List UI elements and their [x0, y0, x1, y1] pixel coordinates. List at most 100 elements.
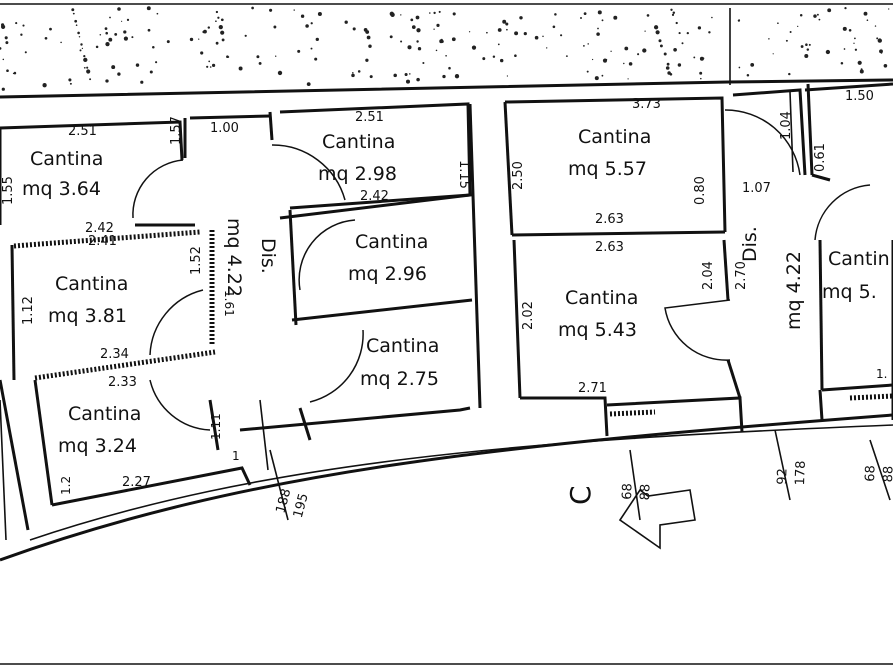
speckle	[785, 39, 788, 42]
speckle	[256, 55, 260, 59]
speckle	[415, 15, 420, 20]
speckle	[149, 70, 153, 74]
speckle	[789, 31, 792, 33]
speckle	[215, 10, 219, 14]
speckle	[202, 30, 205, 34]
dimension: 2.71	[578, 381, 607, 396]
speckle	[601, 74, 604, 77]
dimension: 1.2	[59, 476, 73, 495]
speckle	[411, 25, 416, 29]
speckle	[772, 53, 774, 55]
speckle	[506, 28, 508, 31]
speckle	[454, 74, 460, 79]
speckle	[818, 18, 821, 21]
speckle	[152, 46, 155, 49]
speckle	[602, 58, 608, 63]
dimension-labels: 2.51 2.51 1.00 3.73 1.50 2.42 2.42 2.41 …	[1, 89, 887, 495]
room-title: Cantina	[578, 126, 651, 148]
speckle	[554, 13, 557, 16]
speckle	[389, 11, 394, 16]
garden-texture	[0, 6, 890, 91]
dimension: 3.73	[632, 97, 661, 112]
dimension: 2.51	[355, 110, 384, 125]
speckle	[628, 62, 633, 66]
speckle	[429, 12, 431, 14]
speckle	[670, 8, 673, 11]
speckle	[366, 35, 371, 40]
speckle	[351, 73, 355, 78]
dimension: 1.50	[845, 89, 874, 104]
speckle	[623, 62, 625, 65]
speckle	[482, 57, 486, 61]
level-top: 92	[775, 468, 791, 485]
speckle	[369, 75, 373, 79]
dimension: 2.63	[595, 240, 624, 255]
speckle	[121, 20, 123, 22]
level-top: 68	[863, 465, 879, 482]
room-area: mq 2.96	[348, 263, 427, 285]
room-area: mq 3.64	[22, 178, 101, 200]
speckle	[81, 47, 84, 50]
speckle	[75, 24, 78, 27]
dimension: 1.57	[169, 116, 184, 145]
speckle	[218, 24, 223, 30]
building-outline-top	[0, 78, 893, 99]
dimension: 2.27	[122, 475, 151, 490]
dimension: 2.63	[595, 212, 624, 227]
speckle	[251, 6, 254, 10]
speckle	[314, 57, 318, 61]
speckle	[83, 54, 86, 58]
speckle	[317, 11, 322, 17]
dimension: 1.04	[779, 111, 794, 140]
speckle	[442, 74, 446, 79]
dimension: 1.00	[210, 121, 239, 136]
speckle	[519, 16, 523, 20]
speckle	[499, 58, 504, 63]
speckle	[99, 33, 102, 36]
speckle	[297, 49, 301, 53]
speckle	[497, 28, 502, 32]
speckle	[123, 36, 128, 41]
speckle	[777, 22, 779, 25]
speckle	[451, 37, 456, 42]
speckle	[1, 87, 5, 91]
speckle	[857, 60, 862, 65]
speckle	[813, 14, 817, 18]
speckle	[514, 54, 517, 57]
speckle	[258, 61, 262, 65]
speckle	[672, 11, 676, 15]
corridor-area: mq 4.22	[783, 251, 805, 330]
speckle	[883, 64, 888, 68]
speckle	[678, 32, 681, 35]
dimension: 0.61	[813, 143, 828, 172]
speckle	[854, 48, 858, 51]
speckle	[80, 43, 83, 46]
speckle	[83, 57, 88, 63]
speckle	[114, 32, 118, 36]
speckle	[77, 31, 80, 35]
speckle	[147, 28, 151, 32]
speckle	[2, 58, 5, 61]
speckle	[697, 26, 702, 30]
speckle	[843, 48, 846, 50]
speckle	[613, 15, 618, 20]
speckle	[293, 9, 295, 11]
speckle	[209, 66, 212, 68]
speckle	[244, 34, 247, 37]
speckle	[844, 6, 847, 10]
speckle	[22, 24, 25, 27]
speckle	[591, 58, 594, 61]
speckle	[400, 14, 402, 16]
speckle	[200, 51, 204, 55]
speckle	[601, 19, 604, 22]
speckle	[799, 14, 803, 17]
speckle	[407, 45, 412, 50]
speckle	[486, 31, 488, 34]
speckle	[105, 79, 109, 83]
speckle	[0, 47, 2, 50]
speckle	[71, 8, 75, 12]
speckle	[416, 40, 419, 43]
speckle	[131, 36, 134, 39]
speckle	[416, 77, 420, 82]
street-edge-inner	[29, 424, 893, 541]
